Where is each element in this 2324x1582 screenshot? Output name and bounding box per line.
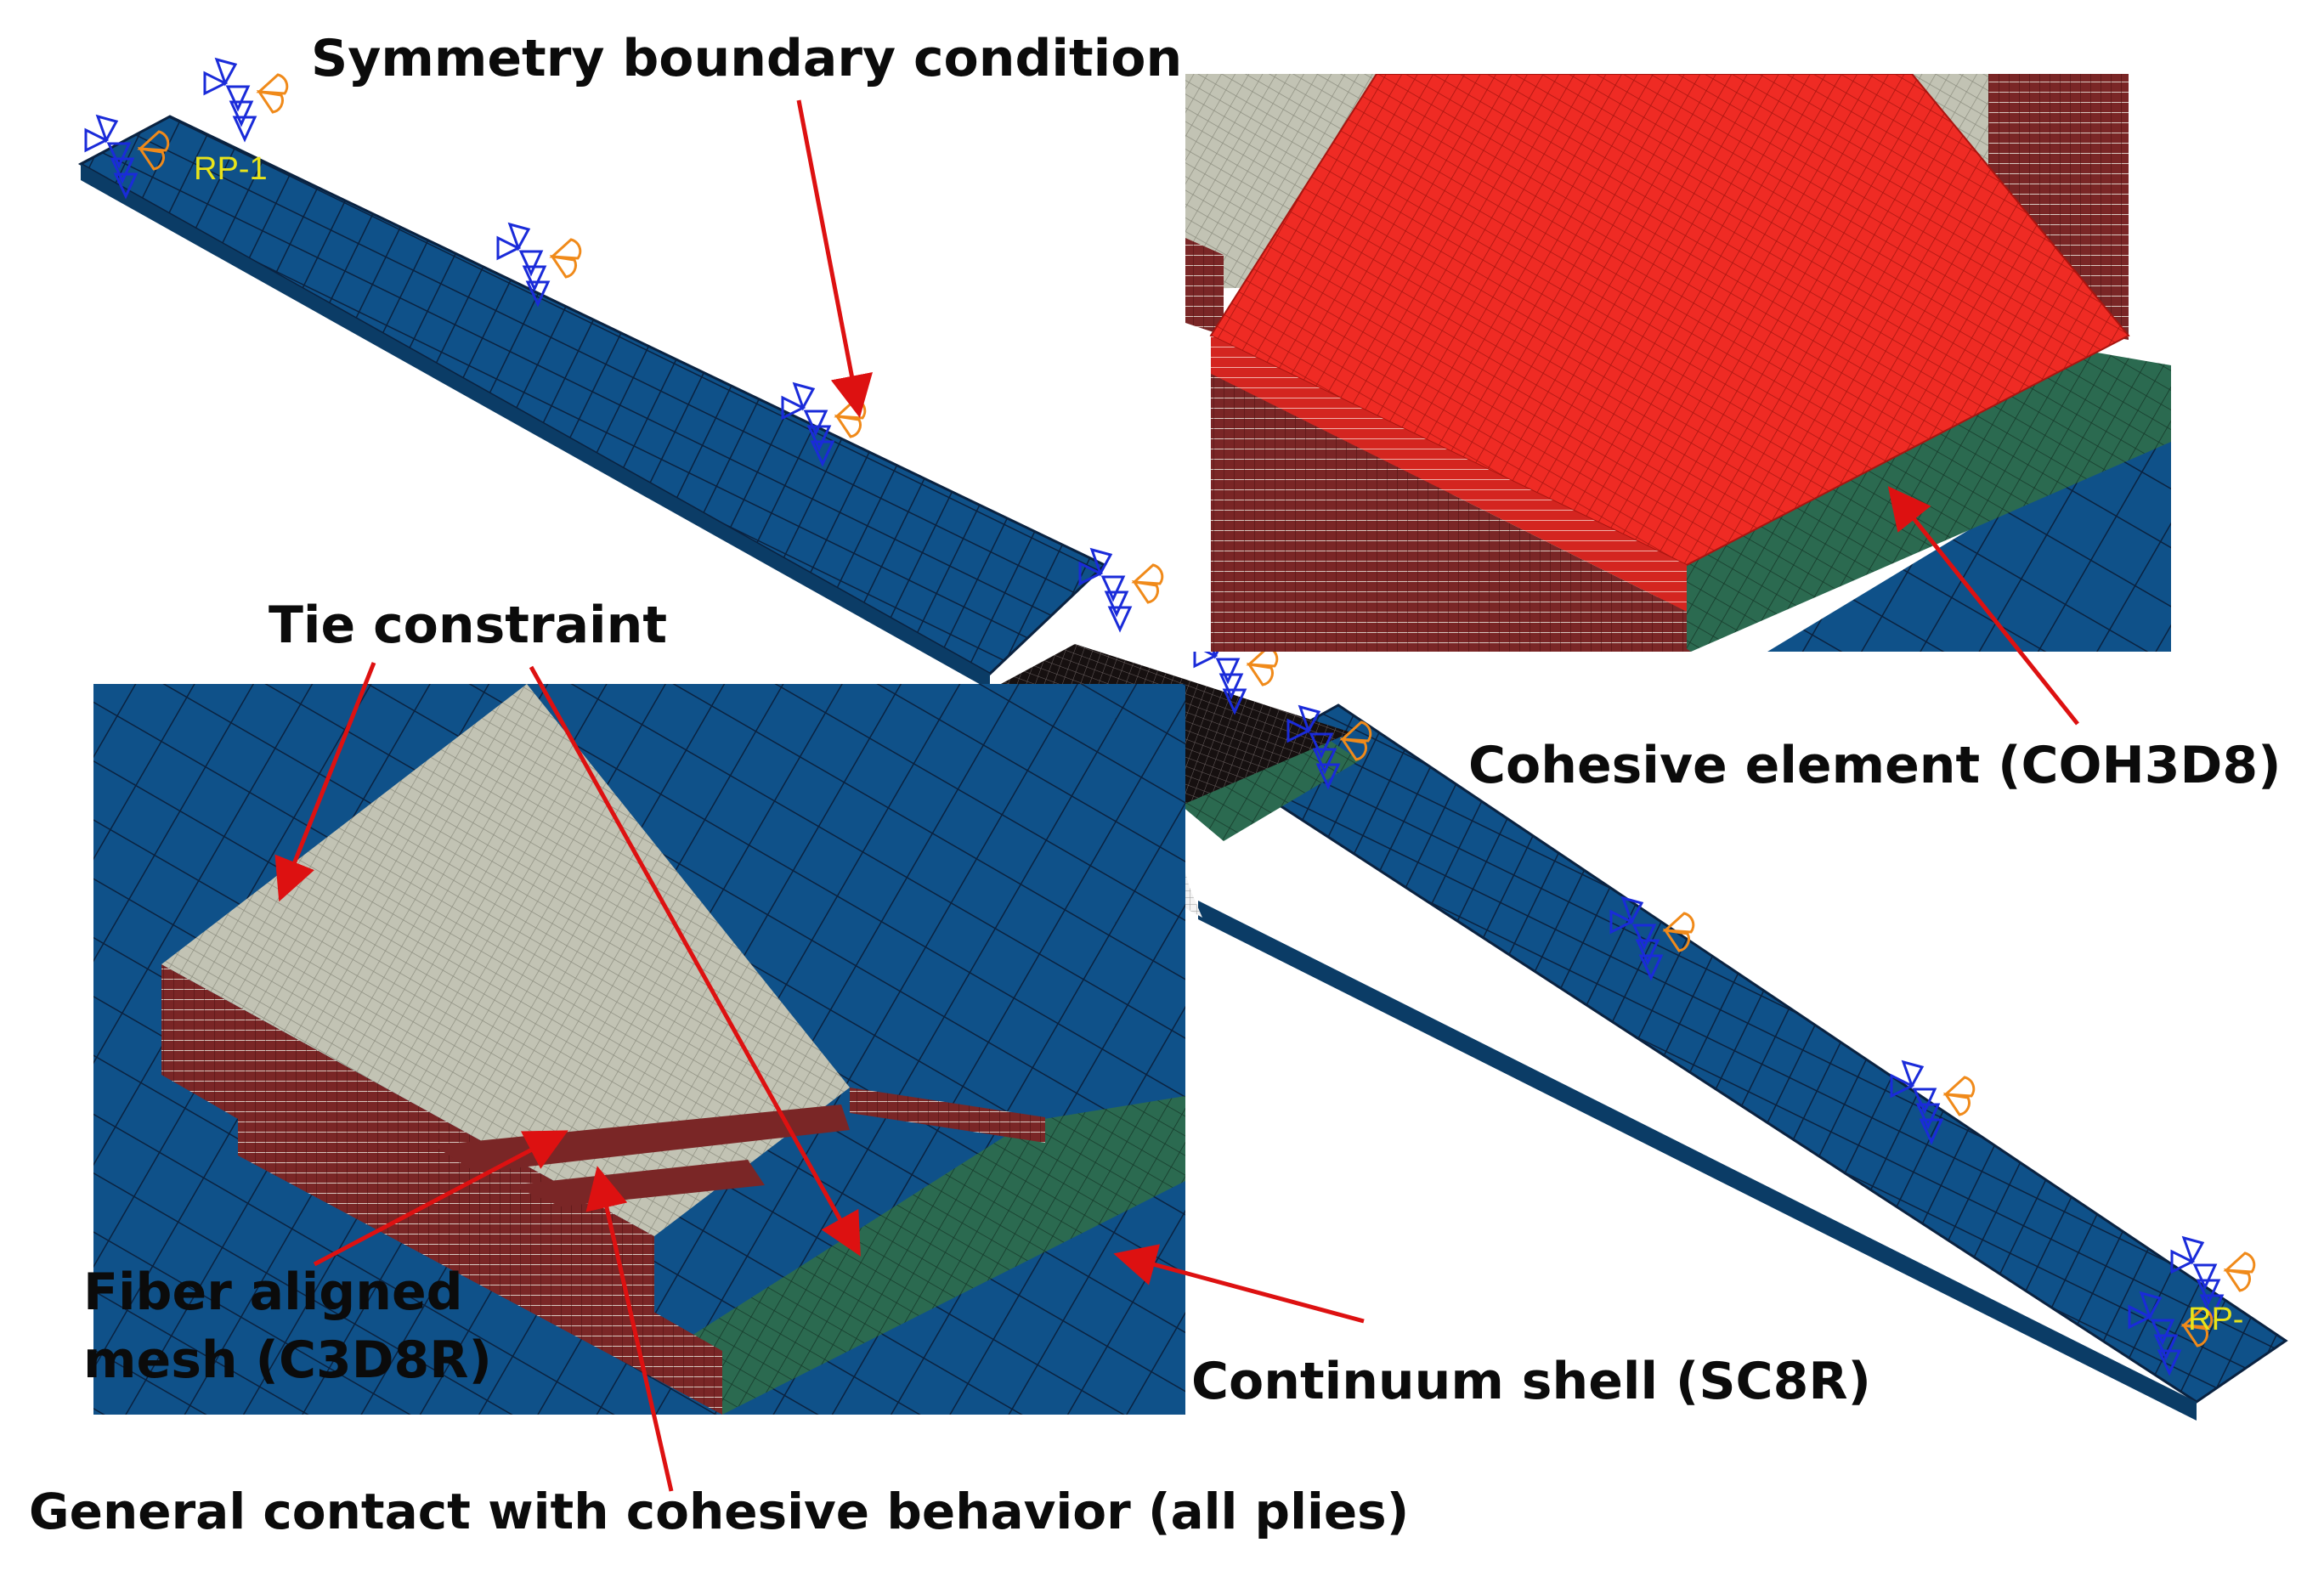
upper-adherend-top [77, 115, 1107, 675]
inset-ply-under [1211, 374, 1687, 652]
tie-constraint-label: Tie constraint [269, 596, 668, 655]
reference-point-2-label: RP- [2188, 1302, 2244, 1337]
overlap-strip [1181, 731, 1360, 841]
inset-green-strip [1640, 306, 2171, 652]
inset-fiber-mesh [93, 684, 1185, 1415]
bc-glyph [203, 57, 289, 143]
arrow-fiber [313, 1130, 568, 1267]
symmetry-bc-label: Symmetry boundary condition [311, 29, 1183, 88]
continuum-shell-label: Continuum shell (SC8R) [1191, 1352, 1871, 1411]
bc-glyph [2170, 1235, 2256, 1321]
bc-glyph [2128, 1291, 2214, 1376]
lower-adherend-side [1198, 901, 2197, 1421]
inset-upper-plies [161, 964, 654, 1359]
inset-grey-top-ply [161, 684, 850, 1236]
bc-glyph [1193, 630, 1279, 715]
reference-point-1-label: RP-1 [194, 151, 268, 187]
upper-adherend-side [81, 164, 990, 690]
fiber-mesh-label-line2: mesh (C3D8R) [83, 1331, 492, 1390]
inset-green-overlap [654, 1096, 1185, 1415]
bc-glyph [1286, 704, 1372, 790]
bc-glyph [84, 114, 170, 200]
arrow-tie-left [274, 662, 376, 902]
fiber-mesh-label-line1: Fiber aligned [83, 1263, 463, 1322]
cohesive-element-label: Cohesive element (COH3D8) [1468, 736, 2282, 795]
arrow-symmetry [796, 99, 873, 418]
lower-adherend-top [1221, 703, 2288, 1404]
arrow-cohesive [1887, 486, 2079, 726]
inset-ply-stack-left [1185, 238, 1224, 336]
boundary-condition-glyphs [84, 57, 2256, 1376]
cohesive-layer-side [1211, 336, 1687, 612]
inset-ply-right [850, 1088, 1045, 1143]
arrow-continuum-shell [1113, 1244, 1365, 1324]
arrow-general-contact [585, 1166, 674, 1492]
inset-fiber-band-2 [510, 1160, 765, 1206]
bc-glyph [1078, 547, 1164, 633]
arrow-tie-right [529, 665, 861, 1257]
inset-cohesive [1185, 74, 2171, 652]
bc-glyph [1890, 1059, 1976, 1145]
bc-glyph [496, 222, 582, 308]
specimen-strip [77, 115, 2288, 1421]
cohesive-layer-top [1209, 74, 2130, 567]
general-contact-label: General contact with cohesive behavior (… [29, 1483, 1410, 1540]
bc-glyph [1609, 896, 1695, 981]
leader-arrows [274, 99, 2079, 1492]
